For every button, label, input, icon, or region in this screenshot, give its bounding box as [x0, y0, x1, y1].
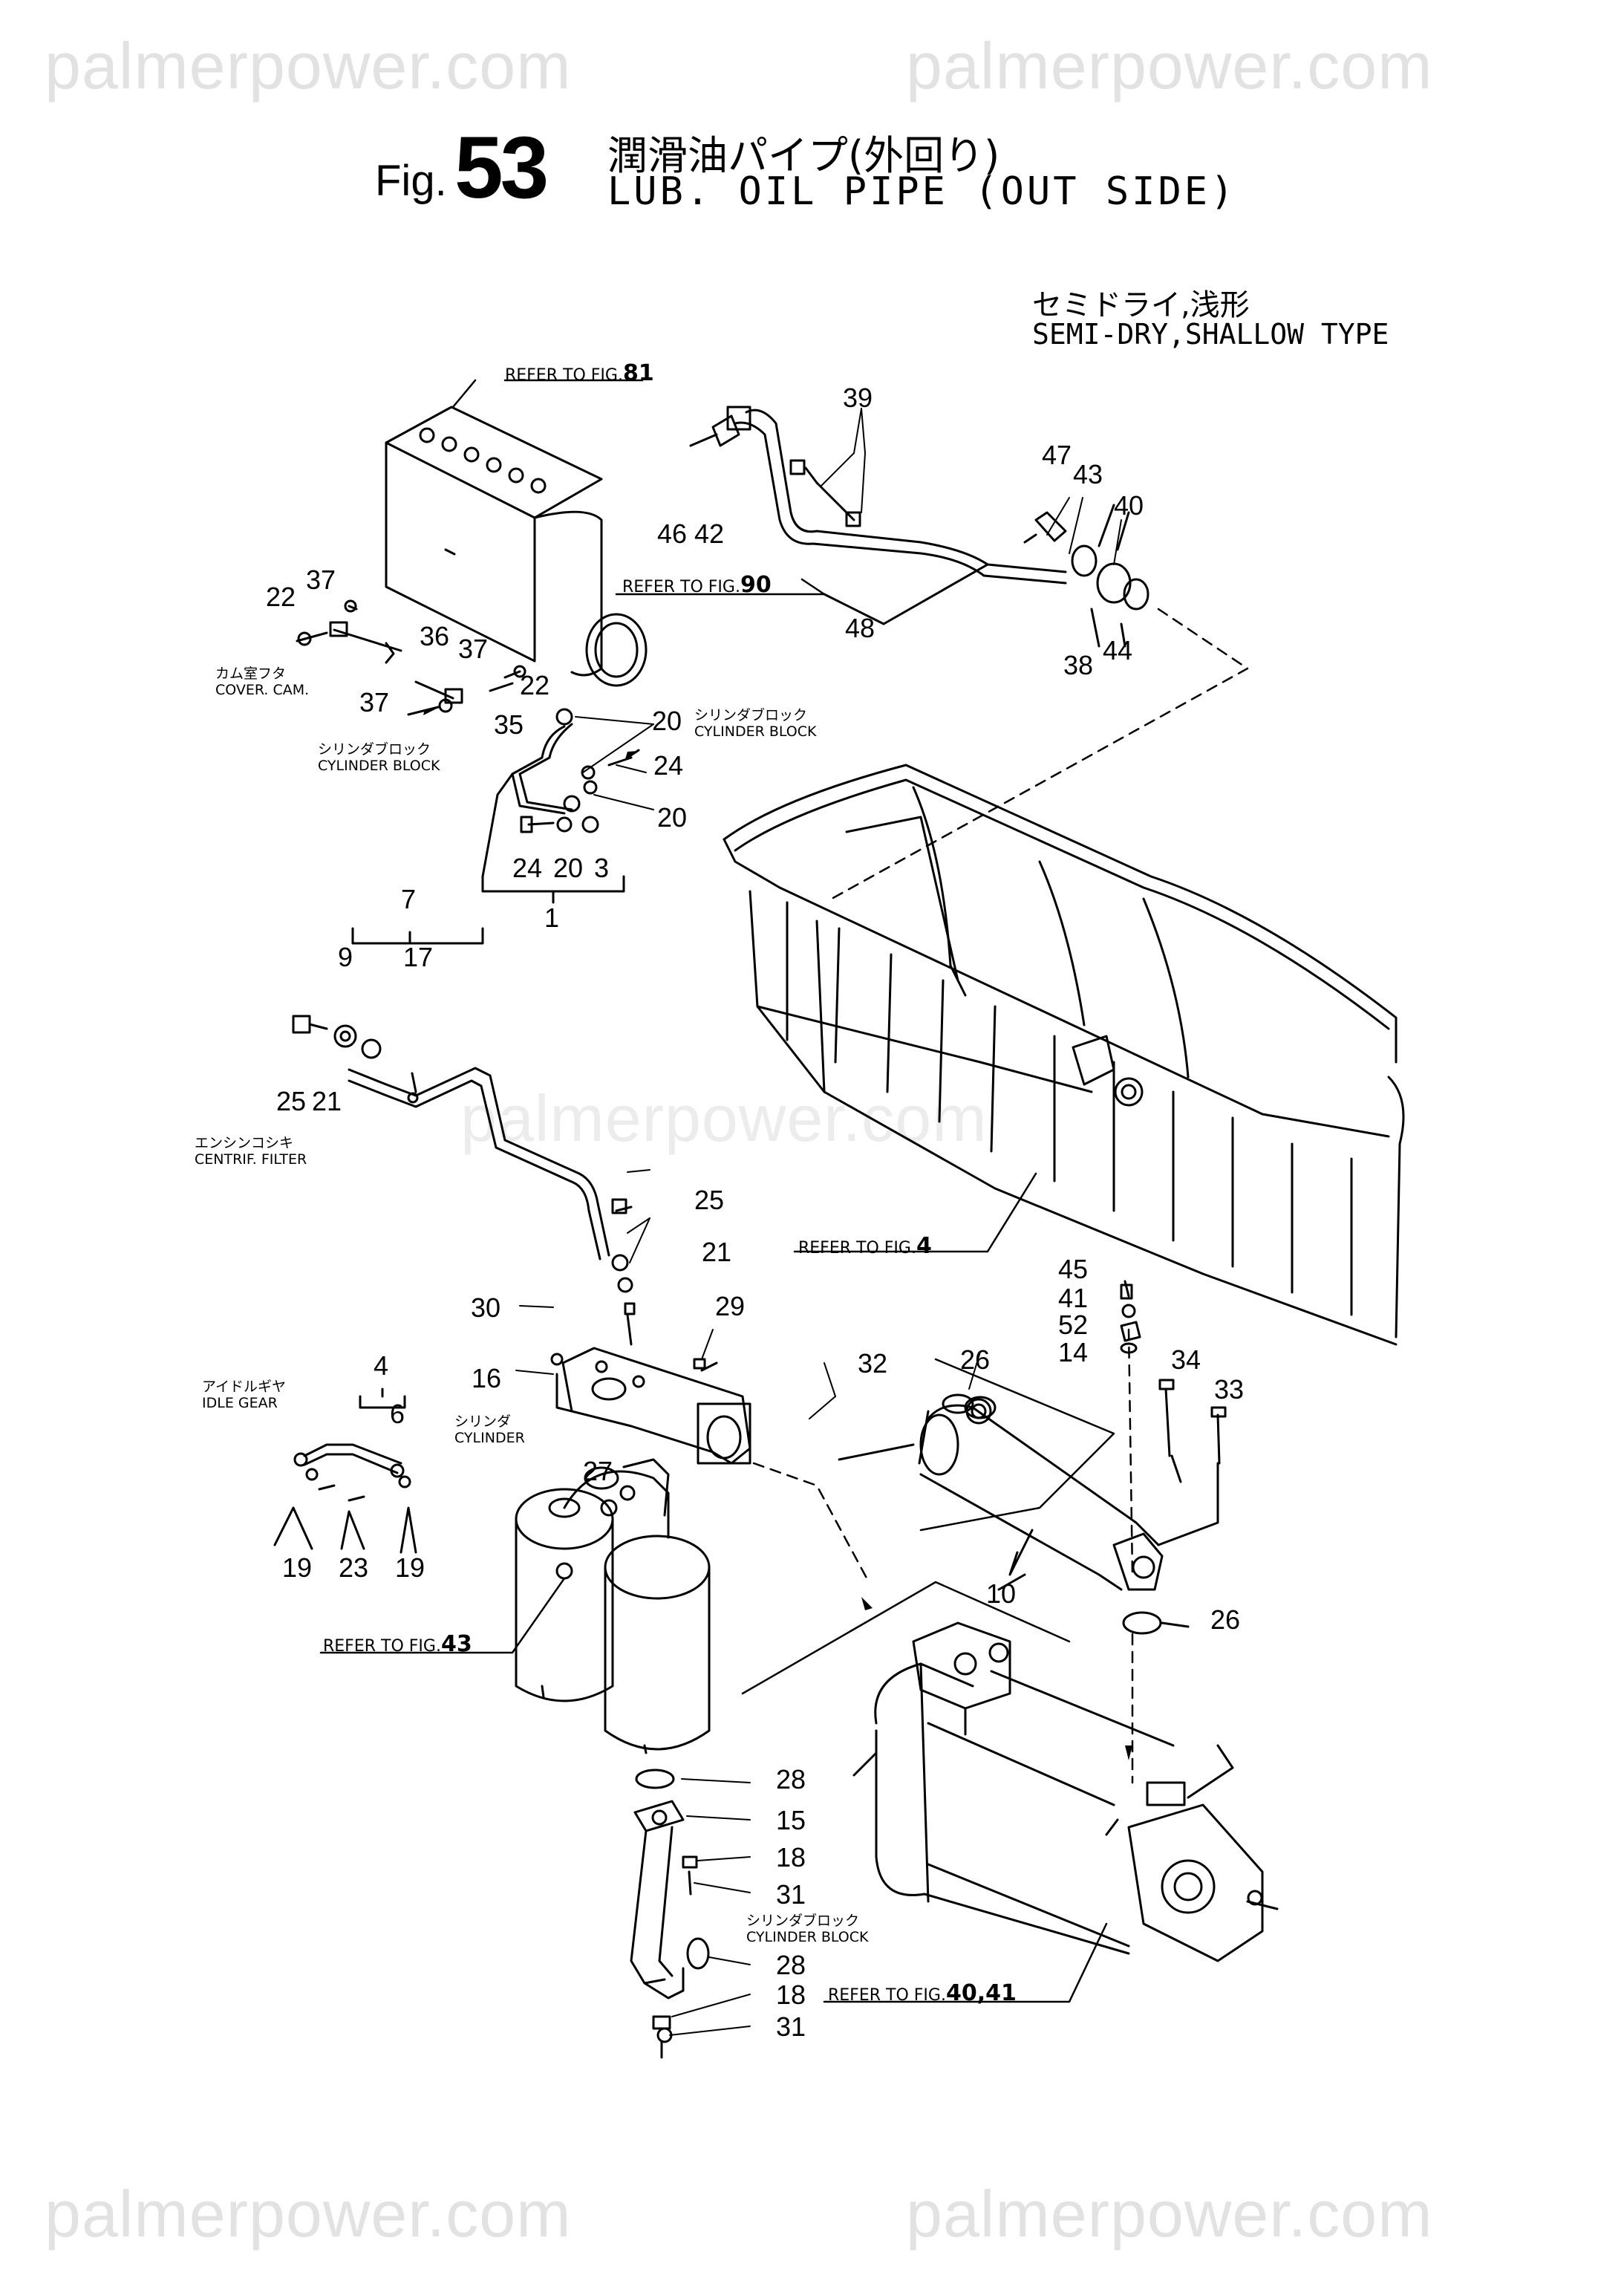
part-number: 22	[266, 582, 296, 612]
reference-label: REFER TO FIG.43	[323, 1631, 472, 1657]
part-number: 1	[544, 902, 560, 933]
part-number: 17	[403, 942, 434, 972]
reference-label: REFER TO FIG.4	[798, 1233, 932, 1259]
part-number: 19	[282, 1552, 313, 1583]
watermark: palmerpower.com	[906, 2177, 1433, 2251]
watermark: palmerpower.com	[45, 2177, 572, 2251]
part-number: 24	[653, 750, 684, 781]
watermark: palmerpower.com	[906, 29, 1433, 103]
part-number: 20	[652, 706, 682, 736]
part-number: 38	[1063, 650, 1094, 680]
cam-cover-fittings	[297, 601, 525, 715]
part-number: 25	[694, 1185, 725, 1215]
figure-number: 53	[454, 119, 549, 217]
part-number: 46	[657, 518, 688, 549]
figure-prefix: Fig.	[375, 157, 447, 205]
part-number: 15	[776, 1805, 806, 1835]
gasket-26	[965, 1397, 995, 1418]
part-number: 35	[494, 709, 524, 740]
part-number: 37	[306, 565, 336, 595]
part-number: 20	[657, 802, 688, 833]
oil-pan	[724, 765, 1403, 1344]
callout-leaders	[516, 409, 1121, 2035]
part-number: 41	[1058, 1283, 1089, 1313]
part-number: 43	[1073, 459, 1103, 489]
part-number: 27	[583, 1456, 613, 1486]
arrow-markers	[423, 708, 1132, 1760]
part-number: 10	[986, 1578, 1017, 1609]
part-number: 18	[776, 1842, 806, 1873]
part-number: 52	[1058, 1309, 1089, 1340]
part-number: 40	[1114, 490, 1144, 521]
dashed-leader	[832, 609, 1248, 899]
reference-label: REFER TO FIG.90	[622, 572, 772, 598]
part-number: 6	[390, 1399, 405, 1429]
part-number: 47	[1042, 440, 1072, 470]
part-number: 9	[338, 942, 353, 972]
part-number: 3	[594, 853, 610, 883]
part-number: 26	[960, 1344, 991, 1375]
part-number: 26	[1210, 1604, 1241, 1635]
part-number: 4	[374, 1350, 389, 1381]
part-number: 31	[776, 1879, 806, 1910]
part-number: 16	[472, 1363, 502, 1393]
part-number: 19	[395, 1552, 425, 1583]
part-number: 21	[312, 1086, 342, 1116]
part-number: 48	[845, 613, 875, 643]
part-number: 39	[843, 383, 873, 413]
part-number: 33	[1214, 1374, 1245, 1405]
part-number: 32	[858, 1348, 888, 1379]
part-number: 23	[339, 1552, 369, 1583]
part-number: 37	[359, 687, 390, 718]
cam-cover-box	[386, 407, 646, 686]
oil-pipe-4	[275, 1389, 416, 1552]
figure-title-english: LUB. OIL PIPE (OUT SIDE)	[607, 169, 1237, 214]
part-number: 18	[776, 1979, 806, 2010]
variant-label-japanese: セミドライ,浅形	[1032, 288, 1250, 322]
part-number: 7	[401, 884, 417, 914]
part-number: 20	[553, 853, 584, 883]
part-number: 22	[520, 670, 550, 700]
part-number: 28	[776, 1764, 806, 1795]
watermark: palmerpower.com	[460, 1081, 988, 1155]
oil-pipe-7	[293, 928, 632, 1292]
watermark: palmerpower.com	[45, 29, 572, 103]
part-number: 36	[420, 621, 450, 651]
part-number: 34	[1171, 1344, 1201, 1375]
fitting-stack	[1121, 1281, 1225, 1545]
part-number: 21	[702, 1237, 732, 1267]
oil-pipe-48	[691, 407, 1148, 646]
part-number: 28	[776, 1950, 806, 1980]
oil-filter-assembly	[516, 1304, 750, 1753]
group-outline	[921, 1359, 1114, 1530]
part-number: 30	[471, 1292, 501, 1323]
gasket-26	[1124, 1613, 1161, 1633]
oil-pipe-15	[631, 1753, 876, 2057]
reference-label: REFER TO FIG.40,41	[828, 1980, 1017, 2006]
oil-pipe-1	[483, 709, 639, 902]
variant-label-english: SEMI-DRY,SHALLOW TYPE	[1032, 318, 1389, 351]
part-number: 24	[512, 853, 543, 883]
part-number: 31	[776, 2011, 806, 2042]
figure-title-japanese: 潤滑油パイプ(外回り)	[607, 132, 1000, 179]
part-number: 44	[1103, 635, 1133, 666]
part-number: 14	[1058, 1337, 1089, 1367]
oil-cooler-assembly	[839, 1395, 1277, 1961]
part-number: 25	[276, 1086, 307, 1116]
reference-label: REFER TO FIG.81	[505, 360, 654, 386]
part-number: 45	[1058, 1254, 1089, 1284]
group-outline	[743, 1582, 1069, 1694]
part-number: 42	[694, 518, 725, 549]
part-number: 37	[458, 634, 489, 664]
part-number: 29	[715, 1291, 746, 1321]
